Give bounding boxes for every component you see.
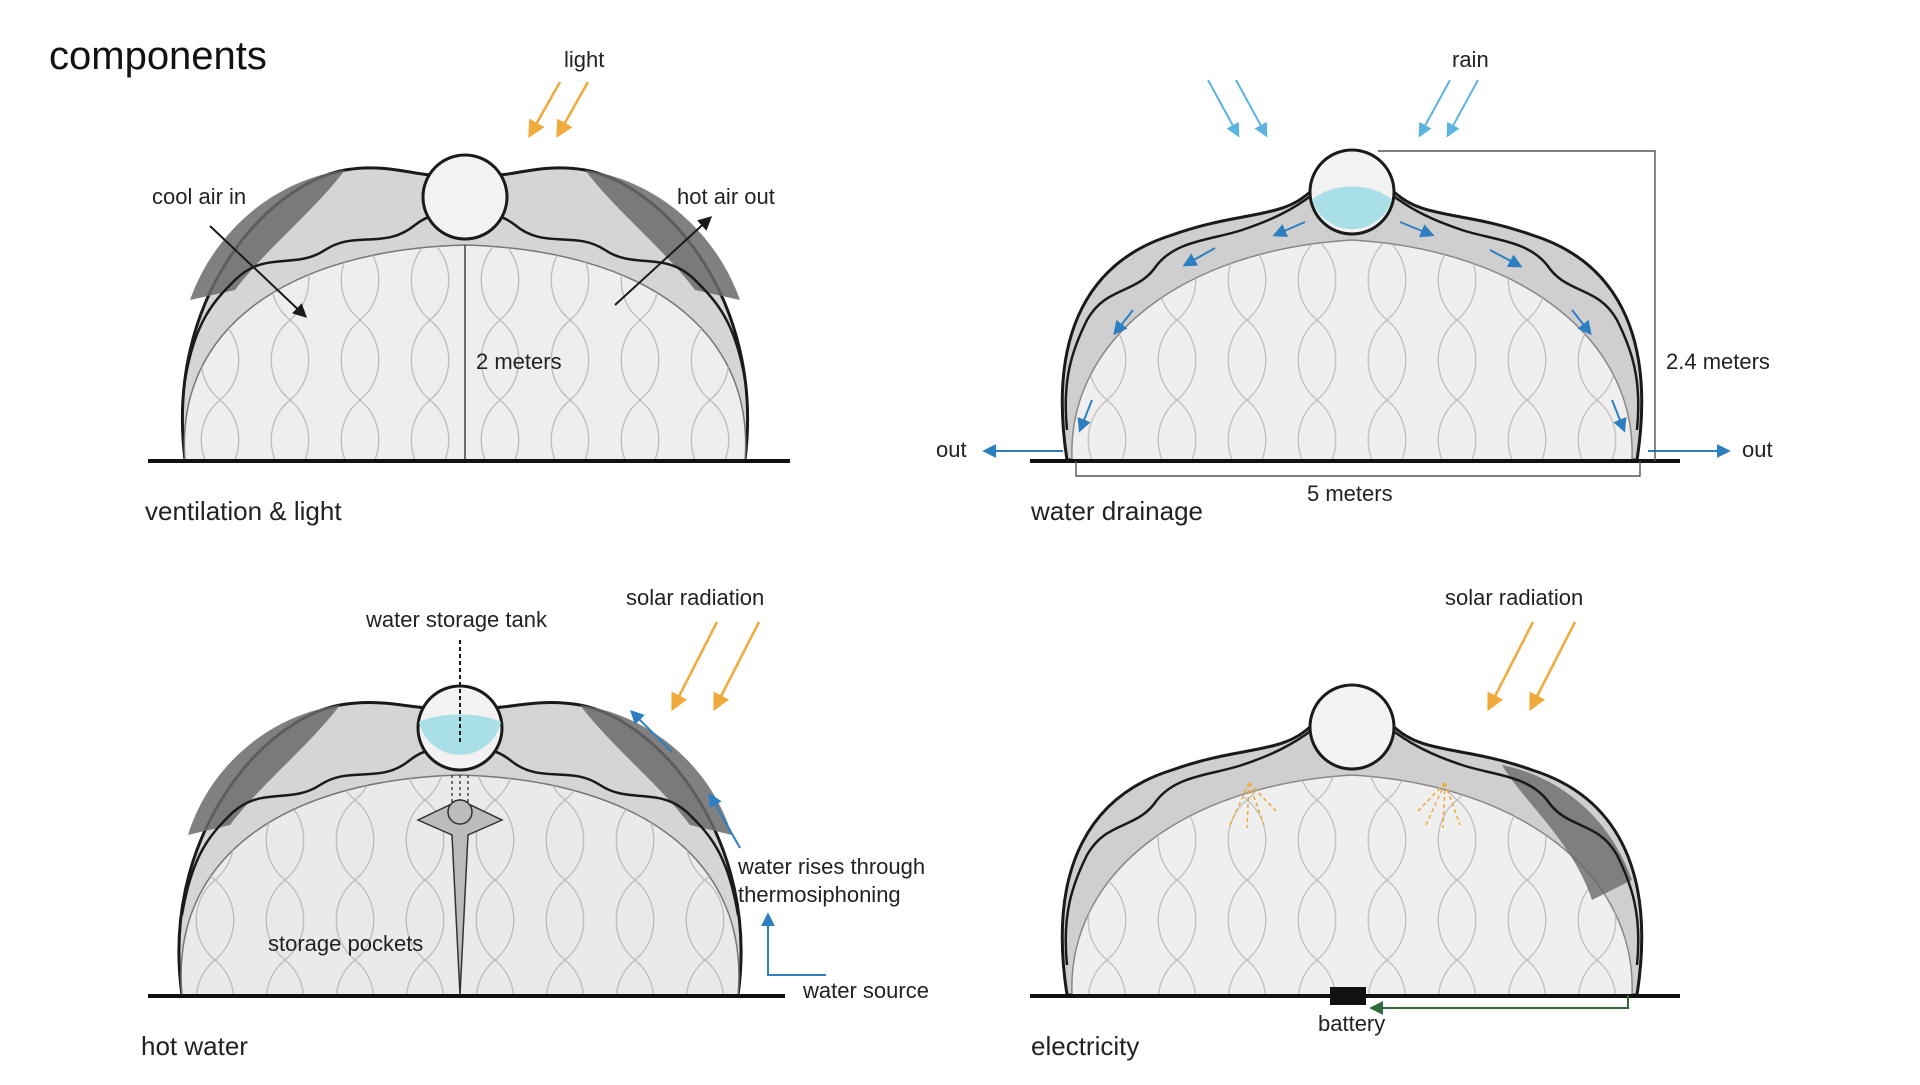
height-label-drainage: 2.4 meters [1666, 349, 1770, 374]
page-title: components [49, 34, 267, 78]
rise-arrow-2 [708, 792, 741, 849]
battery-wire [1369, 995, 1629, 1015]
rises-line-1: water rises through [738, 854, 926, 879]
battery-label: battery [1318, 1011, 1386, 1036]
dome-wave-line [1064, 728, 1640, 966]
panel-title-ventilation: ventilation & light [145, 496, 342, 526]
pv-cell-rays-right [1416, 782, 1461, 829]
out-label-left: out [936, 437, 967, 462]
hot-air-arrow [614, 216, 713, 306]
light-arrow-2 [556, 81, 590, 139]
solar-arrow-hw-2 [713, 621, 761, 712]
solar-arrow-el-1 [1487, 621, 1535, 712]
panel-title-hot-water: hot water [141, 1031, 248, 1061]
height-label-ventilation: 2 meters [476, 349, 562, 374]
rises-label: water rises through thermosiphoning [738, 853, 925, 908]
light-label: light [564, 47, 605, 72]
pockets-label: storage pockets [268, 931, 424, 956]
dome-dark-wing-left [190, 170, 345, 300]
battery-block [1330, 987, 1366, 1005]
light-arrow-1 [528, 81, 562, 139]
solar-label-electricity: solar radiation [1445, 585, 1584, 610]
water-source-arrow [761, 912, 826, 976]
dome-pod-texture [1071, 240, 1633, 460]
rain-arrow-2 [1235, 79, 1268, 138]
tank-label: water storage tank [366, 607, 547, 632]
pv-cell-rays-left [1229, 782, 1278, 829]
dome-dark-wing-right [1502, 765, 1632, 900]
collected-rain-water [1312, 186, 1392, 230]
dome-drainage [1060, 148, 1644, 462]
rain-arrow-1 [1207, 79, 1240, 138]
rain-arrow-4 [1446, 79, 1479, 138]
solar-arrow-hw-1 [671, 621, 719, 712]
dome-hot-water [177, 640, 743, 997]
dome-electricity [1060, 683, 1644, 997]
panel-title-drainage: water drainage [1031, 496, 1203, 526]
rain-arrow-3 [1418, 79, 1451, 138]
cool-air-label: cool air in [152, 184, 247, 209]
dome-wave-line [1064, 193, 1640, 431]
width-dimension-bracket [1075, 461, 1641, 477]
dome-dark-wing-right [585, 170, 740, 300]
solar-arrow-el-2 [1529, 621, 1577, 712]
height-dimension-bracket [1378, 150, 1656, 461]
panel-title-electricity: electricity [1031, 1031, 1140, 1061]
skylight-sphere [421, 153, 509, 241]
width-label-drainage: 5 meters [1307, 481, 1393, 506]
source-label: water source [803, 978, 929, 1003]
dome-pod-texture [1071, 775, 1633, 995]
rain-label: rain [1452, 47, 1489, 72]
top-sphere [1308, 683, 1396, 771]
drain-flow-arrows [1077, 221, 1627, 433]
dome-ventilation [180, 153, 750, 462]
rise-arrow-1 [630, 710, 673, 753]
out-label-right: out [1742, 437, 1773, 462]
person-head [447, 799, 473, 825]
cool-air-arrow [209, 225, 308, 318]
solar-label-hot-water: solar radiation [626, 585, 765, 610]
rises-line-2: thermosiphoning [738, 881, 901, 907]
dome-dark-wing-left [188, 705, 340, 835]
dome-dark-wing-right [580, 705, 732, 835]
hot-air-label: hot air out [677, 184, 775, 209]
